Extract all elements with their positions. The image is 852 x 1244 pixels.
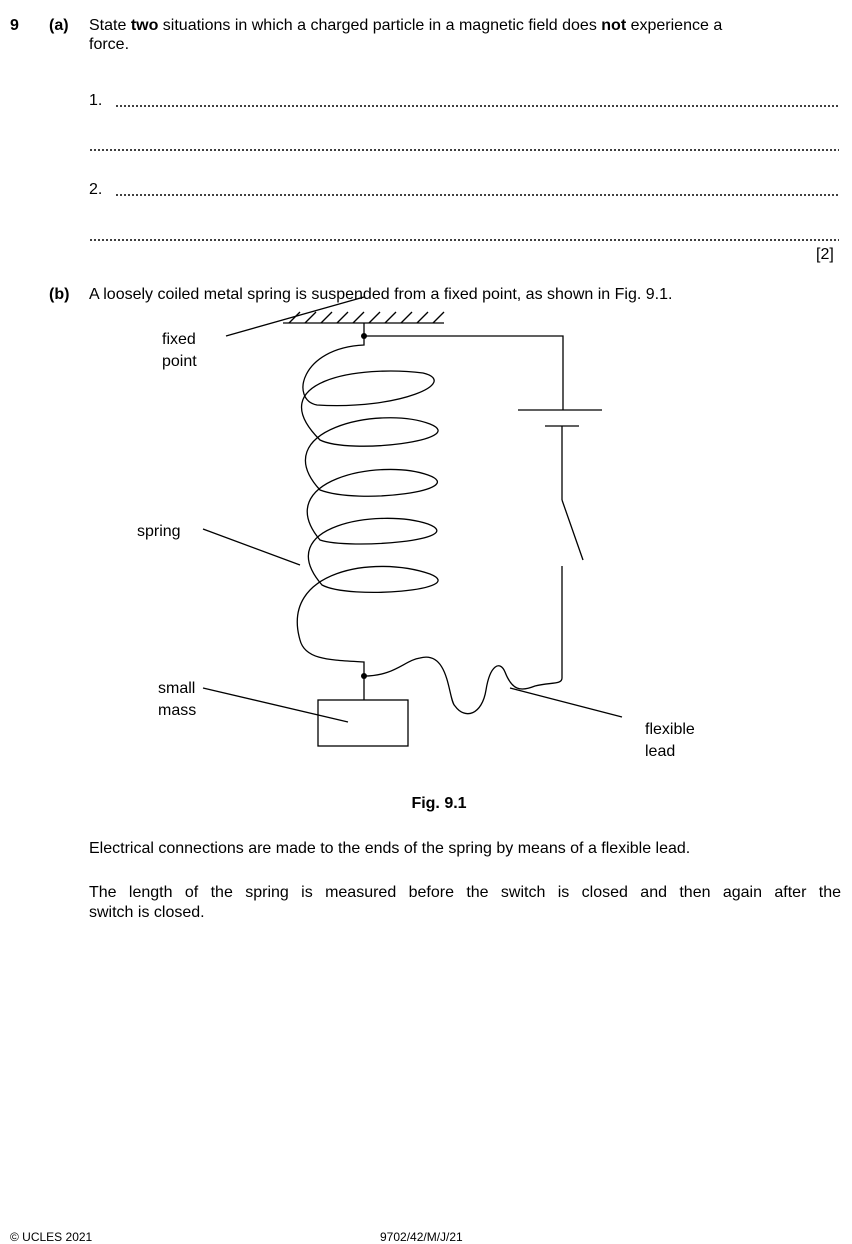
answer-line-2[interactable]: 2.	[89, 180, 839, 199]
part-a-question-text: State two situations in which a charged …	[89, 17, 723, 34]
small-mass	[317, 699, 409, 747]
emphasis-not: not	[601, 17, 627, 34]
label-mass: mass	[158, 702, 196, 719]
bottom-junction-dot	[361, 673, 367, 679]
answer-line-1b[interactable]	[89, 135, 839, 154]
leader-fixed-point	[225, 296, 365, 337]
answer-line-1[interactable]: 1.	[89, 91, 839, 110]
label-small: small	[158, 680, 195, 697]
leader-small-mass	[202, 687, 349, 723]
answer-number-1: 1.	[89, 92, 103, 109]
label-spring: spring	[137, 523, 181, 540]
footer-copyright: © UCLES 2021	[10, 1230, 93, 1244]
label-flexible: flexible	[645, 721, 695, 738]
part-a-question-text-cont: force.	[89, 36, 130, 53]
answer-line-2b[interactable]	[89, 225, 839, 244]
top-junction-dot	[361, 333, 367, 339]
label-point: point	[162, 353, 197, 370]
question-number: 9	[10, 17, 19, 34]
emphasis-two: two	[130, 17, 159, 34]
circuit-top-wire	[364, 335, 564, 410]
footer-code: 9702/42/M/J/21	[380, 1230, 463, 1244]
part-b-label: (b)	[49, 286, 70, 303]
leader-flexible-lead	[509, 687, 623, 718]
part-b-paragraph-1: Electrical connections are made to the e…	[89, 840, 691, 857]
figure-caption: Fig. 9.1	[411, 795, 467, 812]
label-fixed: fixed	[162, 331, 196, 348]
switch-lever	[561, 499, 584, 561]
leader-spring	[202, 528, 301, 566]
flexible-lead	[363, 656, 563, 715]
part-b-intro: A loosely coiled metal spring is suspend…	[89, 286, 673, 303]
part-b-paragraph-2-line-1: The length of the spring is measured bef…	[89, 884, 841, 901]
label-lead: lead	[645, 743, 675, 760]
spring-coil	[296, 336, 439, 676]
part-b-paragraph-2-line-2: switch is closed.	[89, 904, 205, 921]
ceiling-hatching	[288, 311, 445, 324]
part-a-label: (a)	[49, 17, 69, 34]
answer-number-2: 2.	[89, 181, 103, 198]
marks-allocation: [2]	[816, 246, 834, 263]
